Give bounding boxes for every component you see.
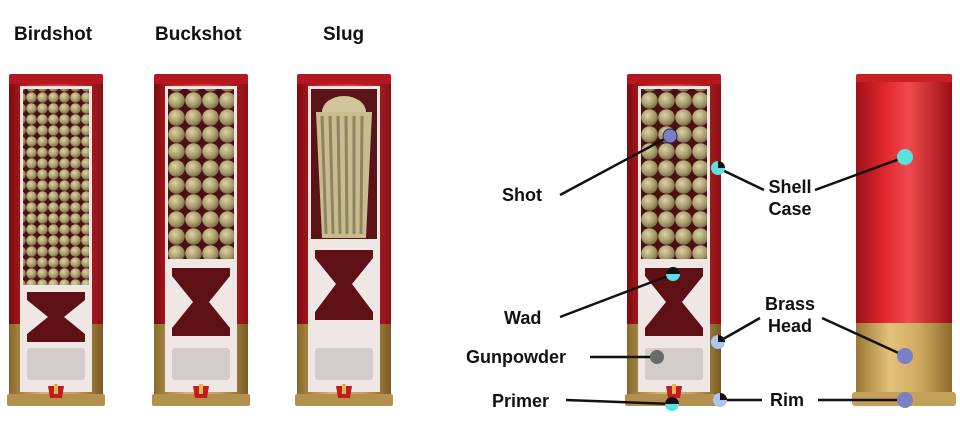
label-rim: Rim <box>770 390 805 410</box>
slug-shell <box>295 74 393 406</box>
label-shot: Shot <box>502 185 542 205</box>
pointer-brass-head-left <box>717 316 761 344</box>
shot <box>168 89 234 259</box>
pointer-shell-case-left <box>717 166 765 192</box>
label-shell-case: Shell Case <box>764 176 816 220</box>
gunpowder <box>172 348 230 380</box>
wad <box>27 292 85 342</box>
wad <box>172 268 230 336</box>
rim <box>152 394 250 406</box>
gunpowder <box>315 348 373 380</box>
label-shell-case-line2: Case <box>768 199 812 219</box>
title-slug: Slug <box>323 24 365 45</box>
label-gunpowder: Gunpowder <box>466 347 566 367</box>
label-wad: Wad <box>504 308 542 328</box>
pointer-lines <box>559 134 906 406</box>
exterior-shell <box>852 74 956 406</box>
pointer-primer <box>565 398 673 406</box>
label-brass-head-line1: Brass <box>764 294 816 314</box>
pointer-wad <box>559 272 674 319</box>
pointer-shell-case-right <box>814 155 906 192</box>
wad <box>315 250 373 320</box>
rim <box>295 394 393 406</box>
slug <box>316 96 372 238</box>
label-brass-head: Brass Head <box>760 293 820 337</box>
rim <box>7 394 105 406</box>
label-primer: Primer <box>492 391 550 411</box>
gunpowder <box>27 348 85 380</box>
label-shell-case-line1: Shell <box>768 177 812 197</box>
title-buckshot: Buckshot <box>155 24 242 45</box>
birdshot-shell <box>7 74 105 406</box>
label-brass-head-line2: Head <box>767 316 812 336</box>
pointer-shot <box>559 134 671 197</box>
pointer-dots <box>650 128 913 411</box>
shot <box>641 89 707 259</box>
shot <box>23 89 89 285</box>
wad <box>645 268 703 336</box>
buckshot-shell <box>152 74 250 406</box>
shell-case <box>856 76 952 326</box>
pointer-brass-head-right <box>821 316 906 358</box>
title-birdshot: Birdshot <box>14 24 93 45</box>
